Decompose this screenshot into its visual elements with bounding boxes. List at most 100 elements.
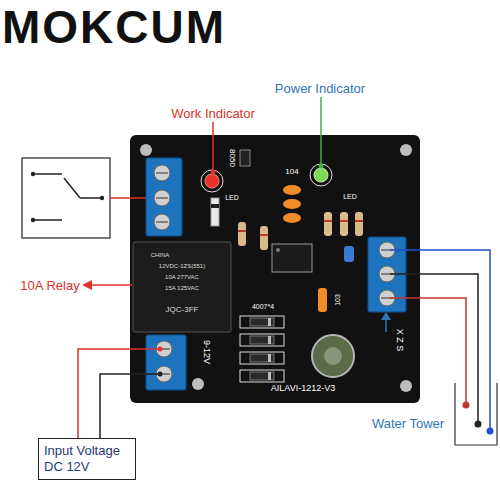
- probe-tip: [475, 421, 482, 428]
- power-wire: [78, 349, 160, 438]
- mounting-hole: [192, 378, 204, 390]
- resistor-band: [340, 220, 348, 222]
- resistor: [355, 212, 363, 236]
- ceramic-capacitor: [283, 213, 301, 223]
- diode-outline: [240, 316, 284, 328]
- diode-outline: [240, 370, 284, 382]
- terminal-screw: [156, 341, 172, 357]
- red-led: [205, 174, 219, 188]
- switch-common: [80, 197, 102, 199]
- pointer-arrowhead: [381, 312, 391, 320]
- terminal-screw: [154, 165, 170, 181]
- ic-notch: [276, 248, 280, 252]
- part-number: 104: [285, 168, 298, 176]
- ic-chip: [272, 244, 312, 272]
- leader-arrowhead: [82, 280, 92, 290]
- terminal-screw: [154, 190, 170, 206]
- diode-band: [268, 372, 271, 380]
- diode-band: [268, 336, 271, 344]
- switch-contact: [33, 219, 62, 221]
- diode-band: [211, 204, 219, 208]
- resistor-band: [238, 230, 246, 232]
- mounting-hole: [400, 144, 412, 156]
- switch-dot: [100, 196, 104, 200]
- probe-wire: [390, 250, 490, 431]
- terminal-block: [146, 335, 186, 390]
- screw-slot: [156, 221, 168, 223]
- part-number: 4007*4: [252, 303, 274, 310]
- screw-slot: [156, 197, 168, 199]
- capacitor: [344, 246, 354, 262]
- pin-names: X Z S: [395, 329, 404, 352]
- wire-dot: [158, 347, 163, 352]
- ground-wire: [100, 374, 160, 438]
- diode-band: [268, 318, 271, 326]
- resistor: [318, 288, 327, 312]
- probe-tip: [487, 428, 494, 435]
- switch-contact: [33, 173, 62, 175]
- electrolytic-capacitor: [312, 335, 354, 377]
- part-number: 103: [334, 294, 341, 306]
- diode: [250, 372, 274, 380]
- relay-marking: 15A 125VAC: [165, 285, 199, 291]
- silkscreen-text: LED: [343, 193, 357, 200]
- transistor: [240, 150, 250, 166]
- screw-slot: [156, 172, 168, 174]
- silkscreen-text: LED: [225, 194, 239, 201]
- mounting-hole: [140, 144, 152, 156]
- pointer-arrow: [385, 318, 387, 332]
- resistor-band: [260, 234, 268, 236]
- input-voltage-box: Input Voltage DC 12V: [38, 438, 136, 480]
- callout-label: Water Tower: [372, 417, 444, 430]
- callout-label: 10A Relay: [20, 279, 79, 292]
- switch-box: [22, 158, 110, 238]
- callout-label: Power Indicator: [275, 82, 365, 95]
- leader-line: [90, 284, 132, 286]
- board-model: AILAVI-1212-V3: [271, 384, 335, 393]
- callout-label: Work Indicator: [171, 107, 255, 120]
- relay-marking: 10A 277VAC: [165, 274, 199, 280]
- switch-lever: [64, 178, 80, 198]
- diode-band: [268, 354, 271, 362]
- leader-dot: [211, 170, 216, 175]
- probe-wire: [390, 274, 478, 424]
- led-outline: [310, 164, 332, 186]
- ceramic-capacitor: [283, 199, 301, 209]
- terminal-block: [146, 158, 182, 236]
- terminal-screw: [154, 214, 170, 230]
- box-text: Input Voltage DC 12V: [44, 443, 130, 476]
- leader-dot: [319, 164, 324, 169]
- mounting-hole: [400, 380, 412, 392]
- brand-title: MOKCUM: [2, 4, 226, 50]
- diode: [250, 354, 274, 362]
- resistor-band: [324, 220, 332, 222]
- ceramic-capacitor: [283, 185, 301, 195]
- diode-outline: [240, 352, 284, 364]
- resistor-band: [355, 220, 363, 222]
- led-outline: [201, 170, 223, 192]
- capacitor-top: [324, 347, 342, 365]
- resistor: [260, 226, 268, 250]
- diode: [211, 198, 219, 226]
- relay-marking: 12VDC-1ZS(551): [159, 263, 205, 269]
- relay-marking: CHINA: [151, 252, 170, 258]
- switch-dot: [31, 218, 35, 222]
- diode: [250, 318, 274, 326]
- wire-dot: [158, 372, 163, 377]
- switch-dot: [31, 172, 35, 176]
- leader-line: [212, 122, 214, 172]
- part-number: 8050: [228, 149, 236, 167]
- resistor: [340, 212, 348, 236]
- probe-tip: [463, 402, 470, 409]
- pcb-board: [130, 135, 420, 403]
- terminal-screw: [156, 366, 172, 382]
- diode-outline: [240, 334, 284, 346]
- relay-model: JQC-3FF: [166, 306, 199, 314]
- resistor: [324, 212, 332, 236]
- diode: [250, 336, 274, 344]
- resistor: [238, 222, 246, 246]
- voltage-marking: 9-12V: [202, 340, 211, 364]
- leader-line: [320, 97, 322, 166]
- water-tank: [455, 383, 497, 445]
